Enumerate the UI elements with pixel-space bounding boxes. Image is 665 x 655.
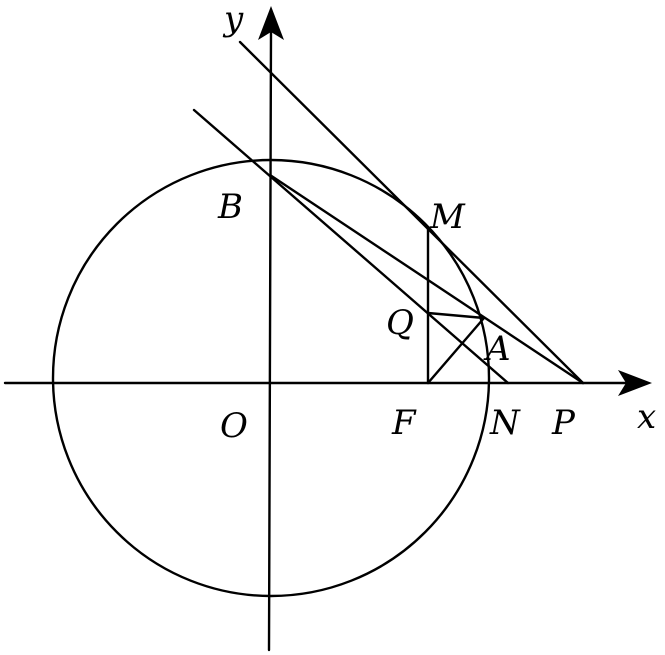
label-point-q: Q [386, 303, 414, 343]
label-y-axis: y [222, 0, 244, 39]
label-point-a: A [483, 329, 511, 369]
tangent-line-mp [238, 40, 585, 385]
line-bp [268, 173, 585, 385]
y-axis-arrow [258, 6, 284, 40]
label-point-p: P [551, 403, 576, 443]
label-point-m: M [429, 197, 466, 237]
segment-qa [426, 311, 486, 320]
label-point-o: O [220, 406, 248, 446]
label-point-f: F [391, 403, 417, 443]
label-x-axis: x [637, 397, 656, 437]
line-bn [192, 108, 510, 385]
segment-fa [426, 316, 486, 385]
x-axis-arrow [618, 370, 652, 396]
label-point-n: N [489, 403, 521, 443]
y-axis [267, 28, 273, 652]
label-point-b: B [217, 187, 243, 227]
